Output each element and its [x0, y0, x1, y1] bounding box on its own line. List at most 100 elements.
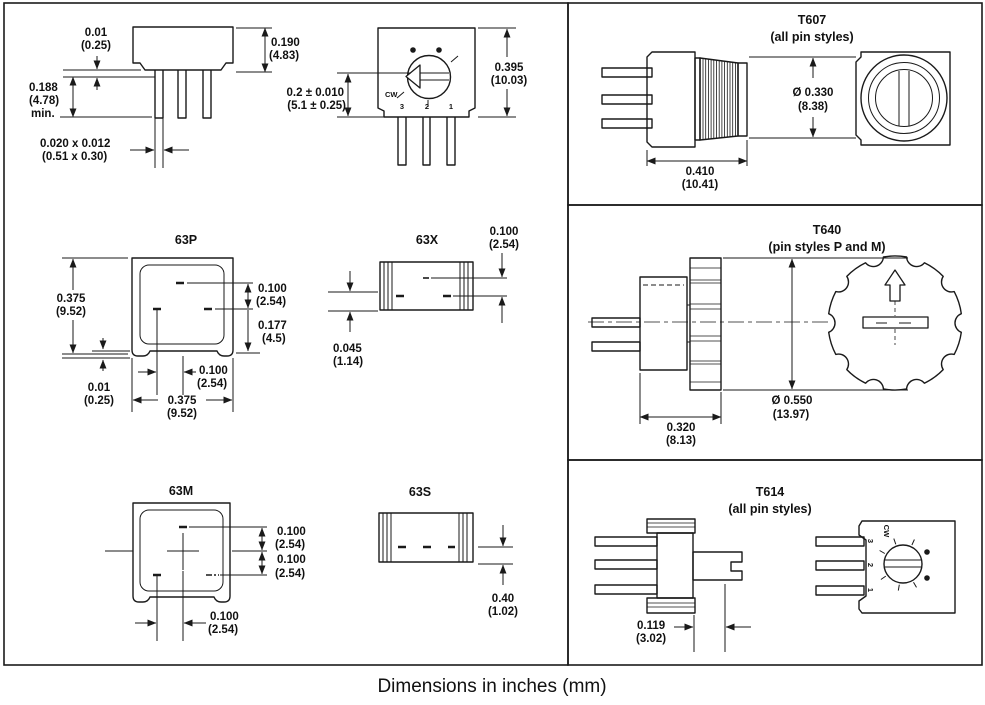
dim-length-in: 0.320 [667, 422, 696, 434]
body-inner-face [139, 264, 225, 345]
dim-pin-offset-mm: (4.5) [262, 333, 286, 345]
cap-rib-lines [647, 522, 695, 608]
style-title: 63P [175, 233, 197, 247]
dim-dia-mm: (8.38) [798, 101, 828, 113]
pin1-label: 1 [449, 102, 453, 111]
rotor-arrow [405, 64, 421, 89]
style-title: 63S [409, 485, 431, 499]
dim-length-mm: (8.13) [666, 435, 696, 447]
dim-offset-in: 0.40 [492, 593, 514, 605]
style-title: 63M [169, 484, 193, 498]
dim-height-in: 0.375 [57, 293, 86, 305]
pin3-label: 3 [866, 539, 875, 543]
center-cross [167, 533, 199, 570]
dim-gap-in: 0.01 [85, 27, 108, 39]
dim-center-mm: (5.1 ± 0.25) [287, 100, 346, 112]
dim-width-in: 0.375 [168, 395, 197, 407]
body-front [855, 51, 951, 146]
extension-lines [60, 27, 272, 168]
pin-leads [397, 117, 456, 166]
extension-lines [478, 546, 513, 565]
extension-lines [639, 257, 908, 424]
trimmer-body-side [132, 26, 234, 71]
panel-subtitle: (all pin styles) [728, 502, 811, 516]
dim-offset-mm: (3.02) [636, 633, 666, 645]
cw-label: CW [385, 90, 398, 99]
rotor-ticks [396, 55, 459, 107]
bottom-cap [646, 597, 696, 614]
dim-pin-in: 0.188 [29, 82, 58, 94]
direction-arrow [884, 269, 906, 302]
rotor-ticks [879, 538, 917, 591]
body-side [639, 276, 688, 371]
dim-pin-mm: (4.78) [29, 95, 59, 107]
pin-marks [153, 281, 212, 311]
trimmer-body-front [377, 27, 476, 118]
pin3-label: 3 [400, 102, 404, 111]
view-63-front: CW 3 2 1 0.2 ± 0.010 (5.1 ± 0.25) 0.395 … [287, 27, 528, 166]
dim-spacing-in: 0.100 [199, 365, 228, 377]
dim-r2-mm: (2.54) [275, 568, 305, 580]
cw-label: CW [882, 525, 891, 538]
gear-side [689, 257, 722, 391]
dim-center-in: 0.2 ± 0.010 [287, 87, 344, 99]
extension-lines [328, 277, 507, 312]
end-cap-lines [382, 513, 468, 562]
gear-teeth-lines [690, 267, 721, 383]
extension-lines [105, 526, 267, 641]
dim-standoff-in: 0.01 [88, 382, 111, 394]
knob-inner-circle [875, 69, 933, 127]
style-63x: 63X 0.100 (2.54) 0.045 (1.14) [328, 226, 519, 368]
dim-pin-spacing-in: 0.100 [258, 283, 287, 295]
style-63p: 63P 0.375 (9.52) 0.100 (2.54) 0.177 (4.5… [56, 233, 287, 420]
dim-gap-mm: (0.25) [81, 40, 111, 52]
t607-panel: T607 (all pin styles) 0.410 (10.41) Ø 0.… [601, 13, 951, 191]
index-dot-right [436, 47, 442, 53]
dim-height-mm: (9.52) [56, 306, 86, 318]
dim-lead-in: 0.020 x 0.012 [40, 138, 110, 150]
index-dot-bottom [924, 575, 930, 581]
dim-offset-mm: (1.02) [488, 606, 518, 618]
dim-width-mm: (9.52) [167, 408, 197, 420]
pin1-label: 1 [866, 588, 875, 592]
knob-mid-circle [868, 62, 940, 134]
body-front [858, 520, 956, 614]
dim-spacing-mm: (2.54) [489, 239, 519, 251]
dim-bottom-mm: (2.54) [208, 624, 238, 636]
body-outline [379, 261, 474, 311]
knurl-lines [702, 58, 736, 140]
pin2-label: 2 [425, 102, 429, 111]
dim-pin-offset-in: 0.177 [258, 320, 287, 332]
pin-leads-front [815, 536, 865, 596]
body-side [646, 51, 696, 148]
body-outline [131, 257, 234, 357]
knob-cap [737, 62, 748, 137]
index-dot-left [410, 47, 416, 53]
style-63s: 63S 0.40 (1.02) [378, 485, 518, 618]
dim-spacing-mm: (2.54) [197, 378, 227, 390]
dim-length-in: 0.410 [686, 166, 715, 178]
pin-leads [594, 536, 658, 595]
dim-offset-in: 0.119 [637, 620, 665, 632]
dim-length-mm: (10.41) [682, 179, 719, 191]
dim-r1-mm: (2.54) [275, 539, 305, 551]
style-63m: 63M 0.100 (2.54) 0.100 (2.54) 0.100 (2.5… [105, 484, 306, 641]
pin2-label: 2 [866, 563, 875, 567]
style-title: 63X [416, 233, 439, 247]
caption: Dimensions in inches (mm) [377, 676, 606, 697]
t614-panel-border [567, 459, 983, 666]
body-inner-face [139, 509, 224, 592]
panel-subtitle: (all pin styles) [770, 30, 853, 44]
panel-title: T614 [756, 485, 785, 499]
dim-bottom-in: 0.100 [210, 611, 239, 623]
adjust-slot [862, 316, 929, 329]
dim-pin-spacing-mm: (2.54) [256, 296, 286, 308]
pin-leads [601, 67, 653, 129]
dim-offset-in: 0.045 [333, 343, 362, 355]
body-side [656, 532, 694, 599]
body-outline [378, 512, 474, 563]
t614-panel: T614 (all pin styles) 0.119 (3.02) CW 3 … [594, 485, 956, 652]
shaft-protrusion [692, 551, 743, 581]
dim-width-mm: (10.03) [491, 75, 528, 87]
